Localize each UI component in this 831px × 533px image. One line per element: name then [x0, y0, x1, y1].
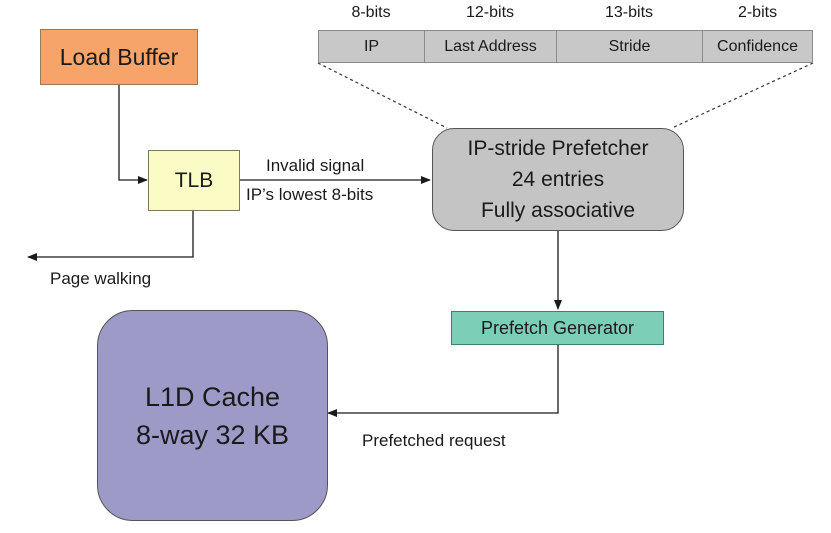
- load-buffer-label: Load Buffer: [59, 43, 179, 70]
- prefetched-request-arrow: [327, 345, 559, 417]
- last-address-bit-width: 12-bits: [465, 4, 515, 21]
- prefetcher-entries: 24 entries: [511, 168, 605, 191]
- entry-zoom-left-line: [317, 62, 448, 129]
- prefetch-generator-box: Prefetch Generator: [451, 311, 664, 345]
- prefetcher-title: IP-stride Prefetcher: [467, 137, 649, 160]
- ip-lowest-bits-label: IP’s lowest 8-bits: [246, 185, 374, 204]
- tlb-box: TLB: [148, 150, 240, 211]
- l1d-cache-box: L1D Cache 8-way 32 KB: [97, 310, 328, 521]
- entry-zoom-right-line: [671, 62, 814, 129]
- ip-stride-prefetcher-box: IP-stride Prefetcher 24 entries Fully as…: [432, 128, 684, 231]
- l1d-cache-title: L1D Cache: [144, 381, 281, 412]
- invalid-signal-label: Invalid signal: [266, 156, 365, 175]
- last-address-field: Last Address: [424, 30, 557, 63]
- ip-field: IP: [318, 30, 425, 63]
- stride-field: Stride: [556, 30, 703, 63]
- ip-bit-width: 8-bits: [351, 4, 391, 21]
- load-buffer-to-tlb-arrow: [118, 85, 148, 184]
- confidence-bit-width: 2-bits: [737, 4, 778, 21]
- page-walking-arrow: [27, 211, 194, 261]
- tlb-label: TLB: [174, 168, 214, 192]
- l1d-cache-config: 8-way 32 KB: [135, 419, 290, 450]
- prefetcher-associativity: Fully associative: [480, 199, 636, 222]
- stride-bit-width: 13-bits: [604, 4, 654, 21]
- prefetch-generator-label: Prefetch Generator: [480, 317, 635, 338]
- page-walking-label: Page walking: [50, 269, 152, 288]
- confidence-field: Confidence: [702, 30, 813, 63]
- load-buffer-box: Load Buffer: [40, 29, 198, 85]
- prefetched-request-label: Prefetched request: [362, 431, 506, 450]
